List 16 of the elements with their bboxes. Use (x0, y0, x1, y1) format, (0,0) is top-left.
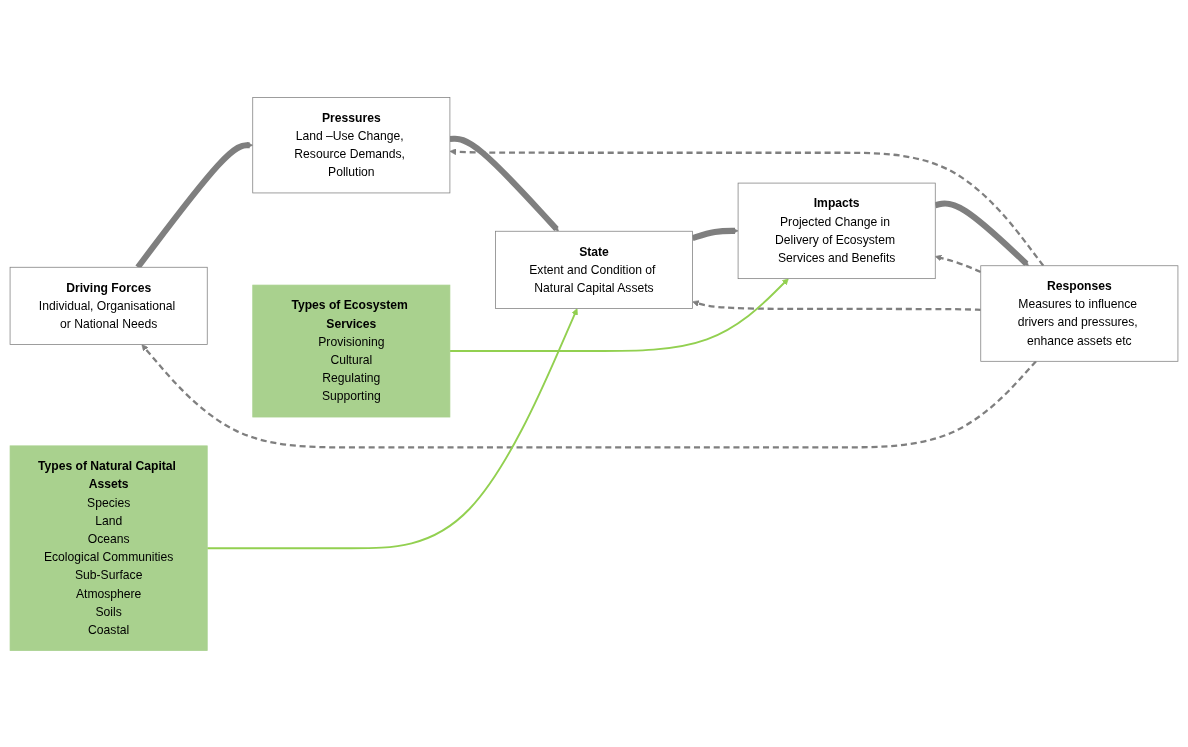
node-box: Pressures Land –Use Change, Resource Demands, Pollution (252, 96, 451, 193)
node-box: Impacts Projected Change in Delivery of Ecosystem Services and Benefits (737, 182, 936, 279)
node-box: Responses Measures to influence drivers and pressures, enhance assets etc (980, 264, 1179, 362)
node-box: Types of Natural Capital Assets Species Land Oceans Ecological Communities Sub-Surface Atmosphere Soils Coastal (9, 444, 208, 651)
arrow (691, 227, 739, 241)
node-box: Driving Forces Individual, Organisational or National Needs (9, 266, 208, 345)
arrow (692, 299, 981, 311)
arrow (934, 199, 1029, 266)
arrow (934, 254, 982, 273)
node-box: State Extent and Condition of Natural Capital Assets (495, 230, 693, 309)
arrow (141, 343, 1037, 448)
node-box: Types of Ecosystem Services Provisioning Cultural Regulating Supporting (252, 284, 451, 417)
arrow (448, 277, 789, 352)
arrow (449, 135, 559, 232)
arrow (449, 147, 1045, 266)
arrow (206, 307, 578, 549)
